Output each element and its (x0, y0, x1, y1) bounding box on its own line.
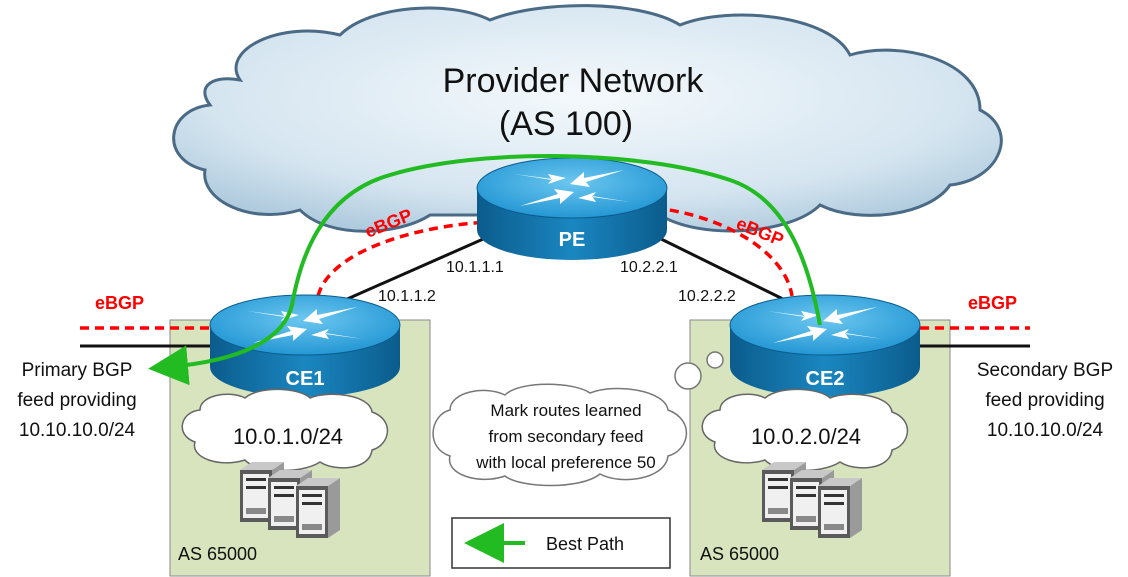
primary-feed-line-3: 10.10.10.0/24 (19, 420, 136, 441)
router-ce2-label: CE2 (806, 368, 845, 390)
secondary-feed-line-2: feed providing (985, 390, 1104, 411)
cloud-subtitle: (AS 100) (499, 105, 633, 143)
subnet-right-label: 10.0.2.0/24 (751, 424, 861, 449)
note-bubble-large (674, 362, 702, 390)
primary-feed-line-2: feed providing (17, 390, 136, 411)
subnet-left-label: 10.0.1.0/24 (233, 424, 343, 449)
router-pe-label: PE (559, 229, 586, 251)
note-line-3: with local preference 50 (475, 453, 656, 472)
provider-cloud (172, 4, 1003, 233)
primary-feed-line-1: Primary BGP (22, 360, 133, 381)
secondary-feed-line-3: 10.10.10.0/24 (987, 420, 1104, 441)
best-path-arc (148, 154, 822, 386)
router-ce1-label: CE1 (286, 368, 325, 390)
secondary-feed-line-1: Secondary BGP (977, 360, 1113, 381)
ebgp-label-right: eBGP (968, 293, 1017, 313)
note-line-2: from secondary feed (489, 427, 644, 446)
ebgp-session-ce2 (654, 206, 794, 297)
ip-pe-left: 10.1.1.1 (446, 259, 504, 276)
site-right-as: AS 65000 (700, 544, 779, 564)
ip-ce1: 10.1.1.2 (378, 288, 436, 305)
cloud-title: Provider Network (443, 62, 705, 100)
subnet-cloud-left (181, 388, 389, 472)
ebgp-session-ce1 (316, 220, 491, 297)
link-pe-ce2 (654, 234, 786, 302)
legend-label: Best Path (546, 534, 624, 554)
note-line-1: Mark routes learned (490, 401, 641, 420)
ip-ce2: 10.2.2.2 (678, 288, 736, 305)
note-bubble-small (706, 351, 724, 369)
site-left-as: AS 65000 (178, 544, 257, 564)
subnet-cloud-right (701, 388, 909, 472)
ebgp-label-left: eBGP (95, 293, 144, 313)
note-cloud (432, 383, 688, 487)
link-pe-ce1 (344, 234, 491, 302)
ip-pe-right: 10.2.2.1 (620, 259, 678, 276)
